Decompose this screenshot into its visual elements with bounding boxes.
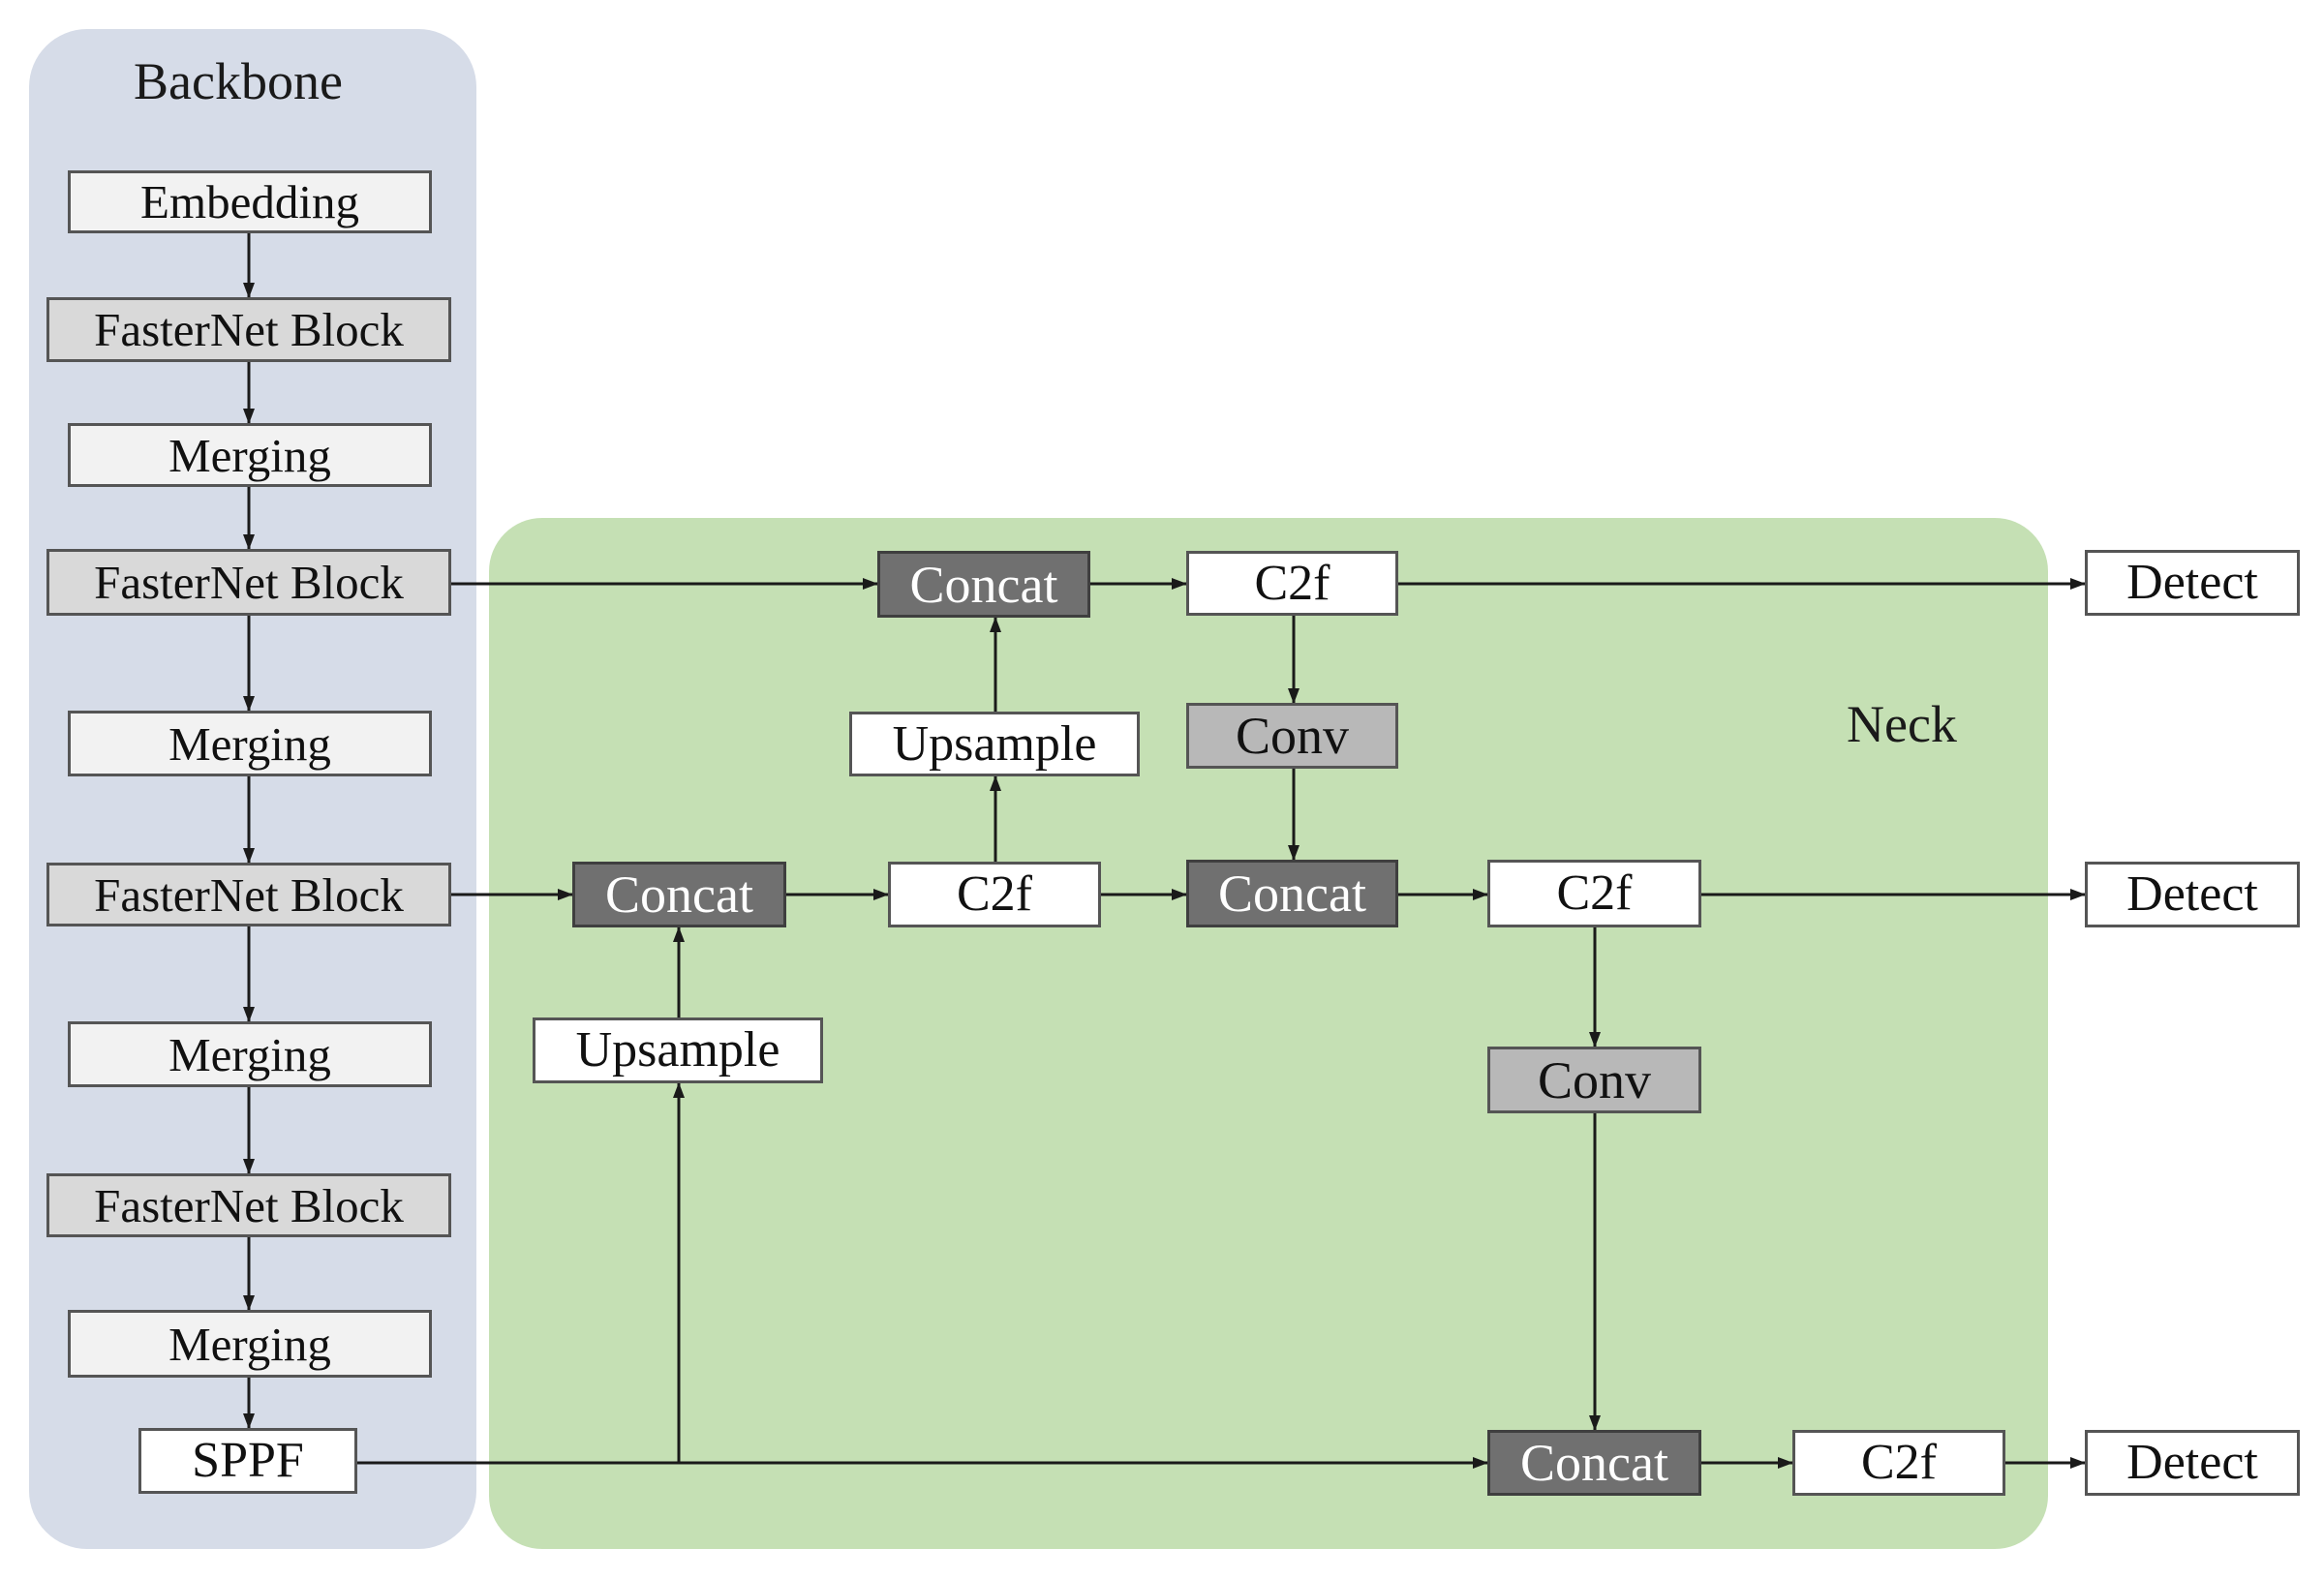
c2f-right: C2f bbox=[1487, 860, 1701, 927]
detect-top: Detect bbox=[2085, 550, 2300, 616]
concat-left: Concat bbox=[572, 862, 786, 927]
fasternet-block-4: FasterNet Block bbox=[46, 1173, 451, 1237]
fasternet-block-3: FasterNet Block bbox=[46, 863, 451, 926]
c2f-middle: C2f bbox=[888, 862, 1101, 927]
fasternet-block-1: FasterNet Block bbox=[46, 297, 451, 362]
backbone-title: Backbone bbox=[134, 52, 343, 110]
neck-title: Neck bbox=[1847, 695, 1957, 753]
c2f-bottom: C2f bbox=[1792, 1430, 2005, 1496]
merging-block-3: Merging bbox=[68, 1021, 432, 1087]
merging-block-2: Merging bbox=[68, 711, 432, 776]
concat-bottom: Concat bbox=[1487, 1430, 1701, 1496]
upsample-lower: Upsample bbox=[533, 1017, 823, 1083]
c2f-top: C2f bbox=[1186, 551, 1398, 616]
concat-middle: Concat bbox=[1186, 860, 1398, 927]
conv-upper: Conv bbox=[1186, 703, 1398, 769]
detect-bottom: Detect bbox=[2085, 1430, 2300, 1496]
fasternet-block-2: FasterNet Block bbox=[46, 549, 451, 616]
sppf-block: SPPF bbox=[138, 1428, 357, 1494]
embedding-block: Embedding bbox=[68, 170, 432, 233]
merging-block-1: Merging bbox=[68, 423, 432, 487]
concat-top: Concat bbox=[877, 551, 1090, 618]
conv-lower: Conv bbox=[1487, 1047, 1701, 1113]
upsample-upper: Upsample bbox=[849, 712, 1140, 776]
merging-block-4: Merging bbox=[68, 1310, 432, 1378]
detect-middle: Detect bbox=[2085, 862, 2300, 927]
